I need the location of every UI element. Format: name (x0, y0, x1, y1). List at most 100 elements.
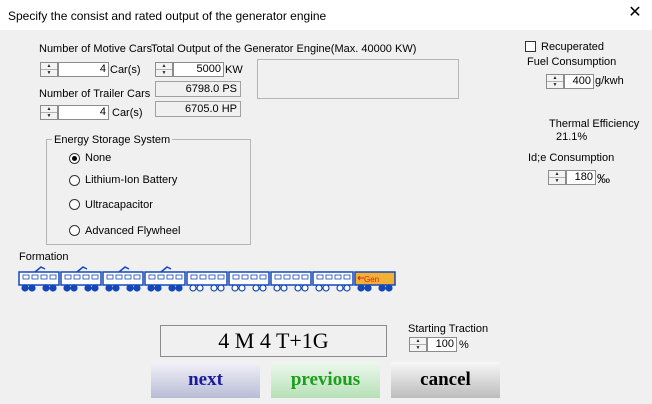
car-window (31, 274, 39, 280)
wheel (196, 284, 204, 292)
car-window (133, 274, 141, 280)
motive-cars-spinner[interactable]: ▲▼ (40, 62, 58, 77)
car-body (18, 271, 60, 286)
spin-up-icon[interactable]: ▲ (547, 75, 563, 82)
thermal-efficiency-value: 21.1% (556, 131, 588, 143)
radio-flywheel-label: Advanced Flywheel (85, 225, 181, 237)
generator-car: Gen (354, 271, 396, 292)
motive-car (18, 266, 60, 292)
starting-traction-label: Starting Traction (408, 323, 489, 335)
motive-car (102, 266, 144, 292)
car-window (283, 274, 291, 280)
window-title: Specify the consist and rated output of … (8, 9, 327, 23)
wheel (21, 284, 29, 292)
radio-lithium-ion[interactable] (69, 175, 80, 186)
car-window (292, 274, 300, 280)
recuperated-checkbox[interactable] (525, 41, 536, 52)
cancel-button[interactable]: cancel (391, 362, 500, 398)
radio-lithium-ion-label: Lithium-Ion Battery (85, 174, 178, 186)
pantograph-icon (118, 266, 130, 273)
starting-traction-spinner[interactable]: ▲▼ (409, 337, 427, 352)
radio-none-label: None (85, 152, 112, 164)
starting-traction-input[interactable]: 100 (427, 337, 457, 352)
trailer-car (186, 271, 228, 292)
pantograph-icon (34, 266, 46, 273)
previous-button[interactable]: previous (271, 362, 380, 398)
spin-up-icon[interactable]: ▲ (41, 63, 57, 70)
spin-down-icon[interactable]: ▼ (415, 345, 421, 351)
fuel-consumption-input[interactable]: 400 (564, 74, 594, 89)
info-box (257, 59, 459, 99)
car-window (91, 274, 99, 280)
car-window (175, 274, 183, 280)
wheel (133, 284, 141, 292)
spin-down-icon[interactable]: ▼ (161, 70, 167, 76)
pantograph-icon (160, 266, 172, 273)
starting-traction-unit: % (459, 339, 469, 351)
spin-down-icon[interactable]: ▼ (46, 113, 52, 119)
trailer-cars-unit: Car(s) (112, 107, 143, 119)
radio-none[interactable] (69, 153, 80, 164)
spin-up-icon[interactable]: ▲ (156, 63, 172, 70)
formation-diagram: Gen (18, 266, 396, 292)
wheel (210, 284, 218, 292)
spin-up-icon[interactable]: ▲ (41, 106, 57, 113)
car-window (343, 274, 351, 280)
fuel-consumption-spinner[interactable]: ▲▼ (546, 74, 564, 89)
car-window (73, 274, 81, 280)
spin-down-icon[interactable]: ▼ (552, 82, 558, 88)
wheel (84, 284, 92, 292)
trailer-cars-input[interactable]: 4 (58, 105, 109, 120)
car-window (316, 274, 324, 280)
close-icon[interactable]: ✕ (628, 4, 642, 21)
wheel (357, 284, 365, 292)
spin-down-icon[interactable]: ▼ (46, 70, 52, 76)
car-window (274, 274, 282, 280)
car-window (82, 274, 90, 280)
car-window (115, 274, 123, 280)
wheel (336, 284, 344, 292)
car-window (22, 274, 30, 280)
idle-consumption-spinner[interactable]: ▲▼ (548, 170, 566, 185)
wheel (378, 284, 386, 292)
generator-output-spinner[interactable]: ▲▼ (155, 62, 173, 77)
wheel (105, 284, 113, 292)
car-window (301, 274, 309, 280)
car-body (312, 271, 354, 286)
motive-cars-label: Number of Motive Cars (39, 43, 153, 55)
car-body (102, 271, 144, 286)
trailer-car (270, 271, 312, 292)
car-window (259, 274, 267, 280)
spin-up-icon[interactable]: ▲ (549, 171, 565, 178)
car-window (40, 274, 48, 280)
car-window (64, 274, 72, 280)
fuel-consumption-label: Fuel Consumption (527, 56, 617, 68)
wheel (147, 284, 155, 292)
car-window (334, 274, 342, 280)
spin-down-icon[interactable]: ▼ (554, 178, 560, 184)
motive-cars-input[interactable]: 4 (58, 62, 109, 77)
wheel (175, 284, 183, 292)
car-window (217, 274, 225, 280)
wheel (49, 284, 57, 292)
wheel (217, 284, 225, 292)
radio-ultracapacitor[interactable] (69, 199, 80, 210)
energy-storage-legend: Energy Storage System (52, 134, 173, 146)
trailer-cars-spinner[interactable]: ▲▼ (40, 105, 58, 120)
radio-flywheel[interactable] (69, 225, 80, 236)
wheel (259, 284, 267, 292)
car-window (325, 274, 333, 280)
wheel (42, 284, 50, 292)
wheel (238, 284, 246, 292)
idle-consumption-input[interactable]: 180 (566, 170, 596, 185)
wheel (63, 284, 71, 292)
generator-output-input[interactable]: 5000 (173, 62, 224, 77)
wheel (385, 284, 393, 292)
wheel (168, 284, 176, 292)
title-bar (0, 0, 652, 30)
spin-up-icon[interactable]: ▲ (410, 338, 426, 345)
car-window (190, 274, 198, 280)
car-window (148, 274, 156, 280)
next-button[interactable]: next (151, 362, 260, 398)
wheel (294, 284, 302, 292)
